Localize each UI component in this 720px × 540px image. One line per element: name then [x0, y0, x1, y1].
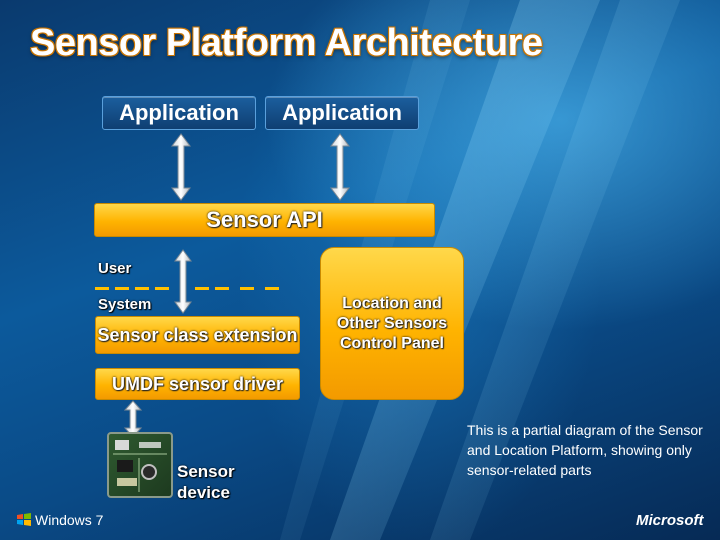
diagram-caption: This is a partial diagram of the Sensor … [467, 422, 703, 478]
mode-boundary-dash [115, 287, 129, 290]
umdf-driver-box: UMDF sensor driver [95, 368, 300, 400]
windows-logo-text: Windows 7 [35, 512, 104, 528]
sensor-class-extension-box: Sensor class extension [95, 316, 300, 354]
application-box-2: Application [265, 96, 419, 130]
sensor-device-label: Sensor device [177, 462, 235, 502]
mode-boundary-dash [215, 287, 229, 290]
system-mode-label: System [98, 296, 152, 313]
sensor-api-box: Sensor API [94, 203, 435, 237]
mode-boundary-dash [155, 287, 169, 290]
mode-boundary-dash [135, 287, 149, 290]
windows-7-logo: Windows 7 [16, 512, 103, 528]
circuit-board-icon [113, 440, 167, 492]
sensor-device-board-image [107, 432, 173, 498]
windows-flag-icon [17, 513, 31, 526]
mode-boundary-dash [240, 287, 254, 290]
application-box-1: Application [102, 96, 256, 130]
arrow-app2-api [330, 133, 350, 201]
microsoft-logo: Microsoft [636, 512, 704, 529]
arrow-app1-api [171, 133, 191, 201]
mode-boundary-dash [265, 287, 279, 290]
location-control-panel-box: Location and Other Sensors Control Panel [320, 247, 464, 400]
mode-boundary-dash [195, 287, 209, 290]
arrow-api-extension [174, 249, 192, 314]
user-mode-label: User [98, 260, 132, 277]
mode-boundary-dash [95, 287, 109, 290]
page-title: Sensor Platform Architecture [30, 22, 543, 64]
